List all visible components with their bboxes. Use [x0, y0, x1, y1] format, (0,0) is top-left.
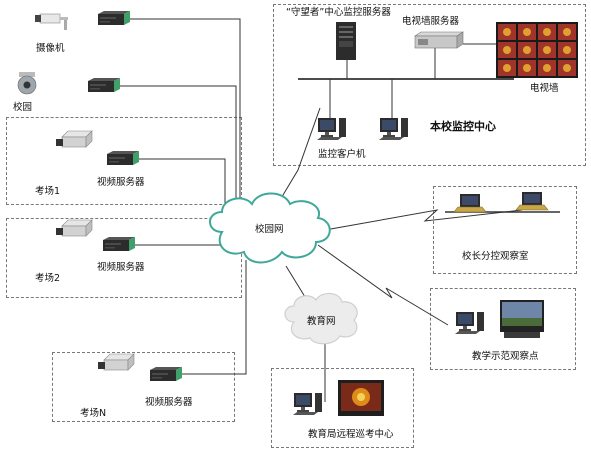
principal-room-label: 校长分控观察室: [462, 251, 529, 262]
box-camera-icon-n: [97, 353, 135, 371]
cloud-network-icon-education: [284, 292, 358, 345]
tv-wall-icon: [496, 22, 578, 78]
tv-wall-server-label: 电视墙服务器: [402, 16, 460, 27]
center-server-label: “守望者”中心监控服务器: [286, 7, 391, 18]
exam-room-2-label: 考场2: [35, 273, 61, 284]
rack-server-icon: [414, 31, 464, 49]
exam-room-n-label: 考场N: [80, 408, 107, 419]
connection-lines: [116, 18, 560, 402]
exam-room-n-box: [52, 352, 235, 422]
video-server-icon-exam2: [103, 237, 135, 251]
line-examn-to-campus-net: [178, 260, 247, 375]
monitor-center-title: 本校监控中心: [430, 120, 496, 133]
bureau-center-label: 教育局远程巡考中心: [308, 429, 394, 440]
tower-server-icon: [336, 22, 356, 60]
video-server-label-1: 视频服务器: [97, 177, 145, 188]
exam-room-2-box: [6, 218, 242, 298]
principal-room-box: [433, 186, 577, 274]
desktop-pc-icon-client-2: [379, 118, 408, 140]
line-campus-net-to-principal: [324, 209, 523, 231]
desktop-pc-icon-demo: [455, 312, 484, 334]
video-server-icon-exam1: [107, 151, 139, 165]
camera-icon: [35, 13, 68, 30]
exam-room-1-box: [6, 117, 242, 205]
bureau-center-box: [271, 368, 414, 448]
demo-point-box: [430, 288, 576, 370]
line-campus-cam-to-campus-net: [116, 85, 237, 200]
education-network-label: 教育网: [307, 316, 336, 327]
box-camera-icon-1: [55, 130, 93, 148]
dome-camera-icon: [17, 72, 37, 95]
box-camera-icon-2: [55, 219, 93, 237]
campus-network-label: 校园网: [255, 224, 284, 235]
tv-screen-icon-demo: [500, 300, 544, 338]
video-server-icon-campus: [88, 78, 120, 92]
camera-label: 摄像机: [36, 43, 65, 54]
video-server-label-2: 视频服务器: [97, 262, 145, 273]
video-server-label-n: 视频服务器: [145, 397, 193, 408]
video-server-icon-examn: [150, 367, 182, 381]
line-exam1-to-campus-net: [135, 158, 226, 205]
video-server-icon-camera: [98, 11, 130, 25]
monitor-client-label: 监控客户机: [318, 149, 366, 160]
line-campus-net-to-demo: [317, 244, 449, 326]
monitor-center-box: [273, 4, 586, 166]
desktop-pc-icon-client-1: [317, 118, 346, 140]
laptop-icon-2: [515, 191, 549, 211]
tv-wall-label: 电视墙: [530, 83, 559, 94]
demo-point-label: 教学示范观察点: [472, 351, 539, 362]
campus-cam-label: 校园: [13, 102, 33, 113]
desktop-pc-icon-bureau: [293, 393, 322, 415]
line-center-to-campus-net: [279, 107, 321, 201]
line-camera-to-campus-net: [126, 18, 241, 213]
cloud-network-icon-campus: [209, 192, 331, 264]
tv-screen-icon-bureau: [338, 380, 384, 416]
exam-room-1-label: 考场1: [35, 186, 61, 197]
laptop-icon-1: [453, 193, 487, 213]
